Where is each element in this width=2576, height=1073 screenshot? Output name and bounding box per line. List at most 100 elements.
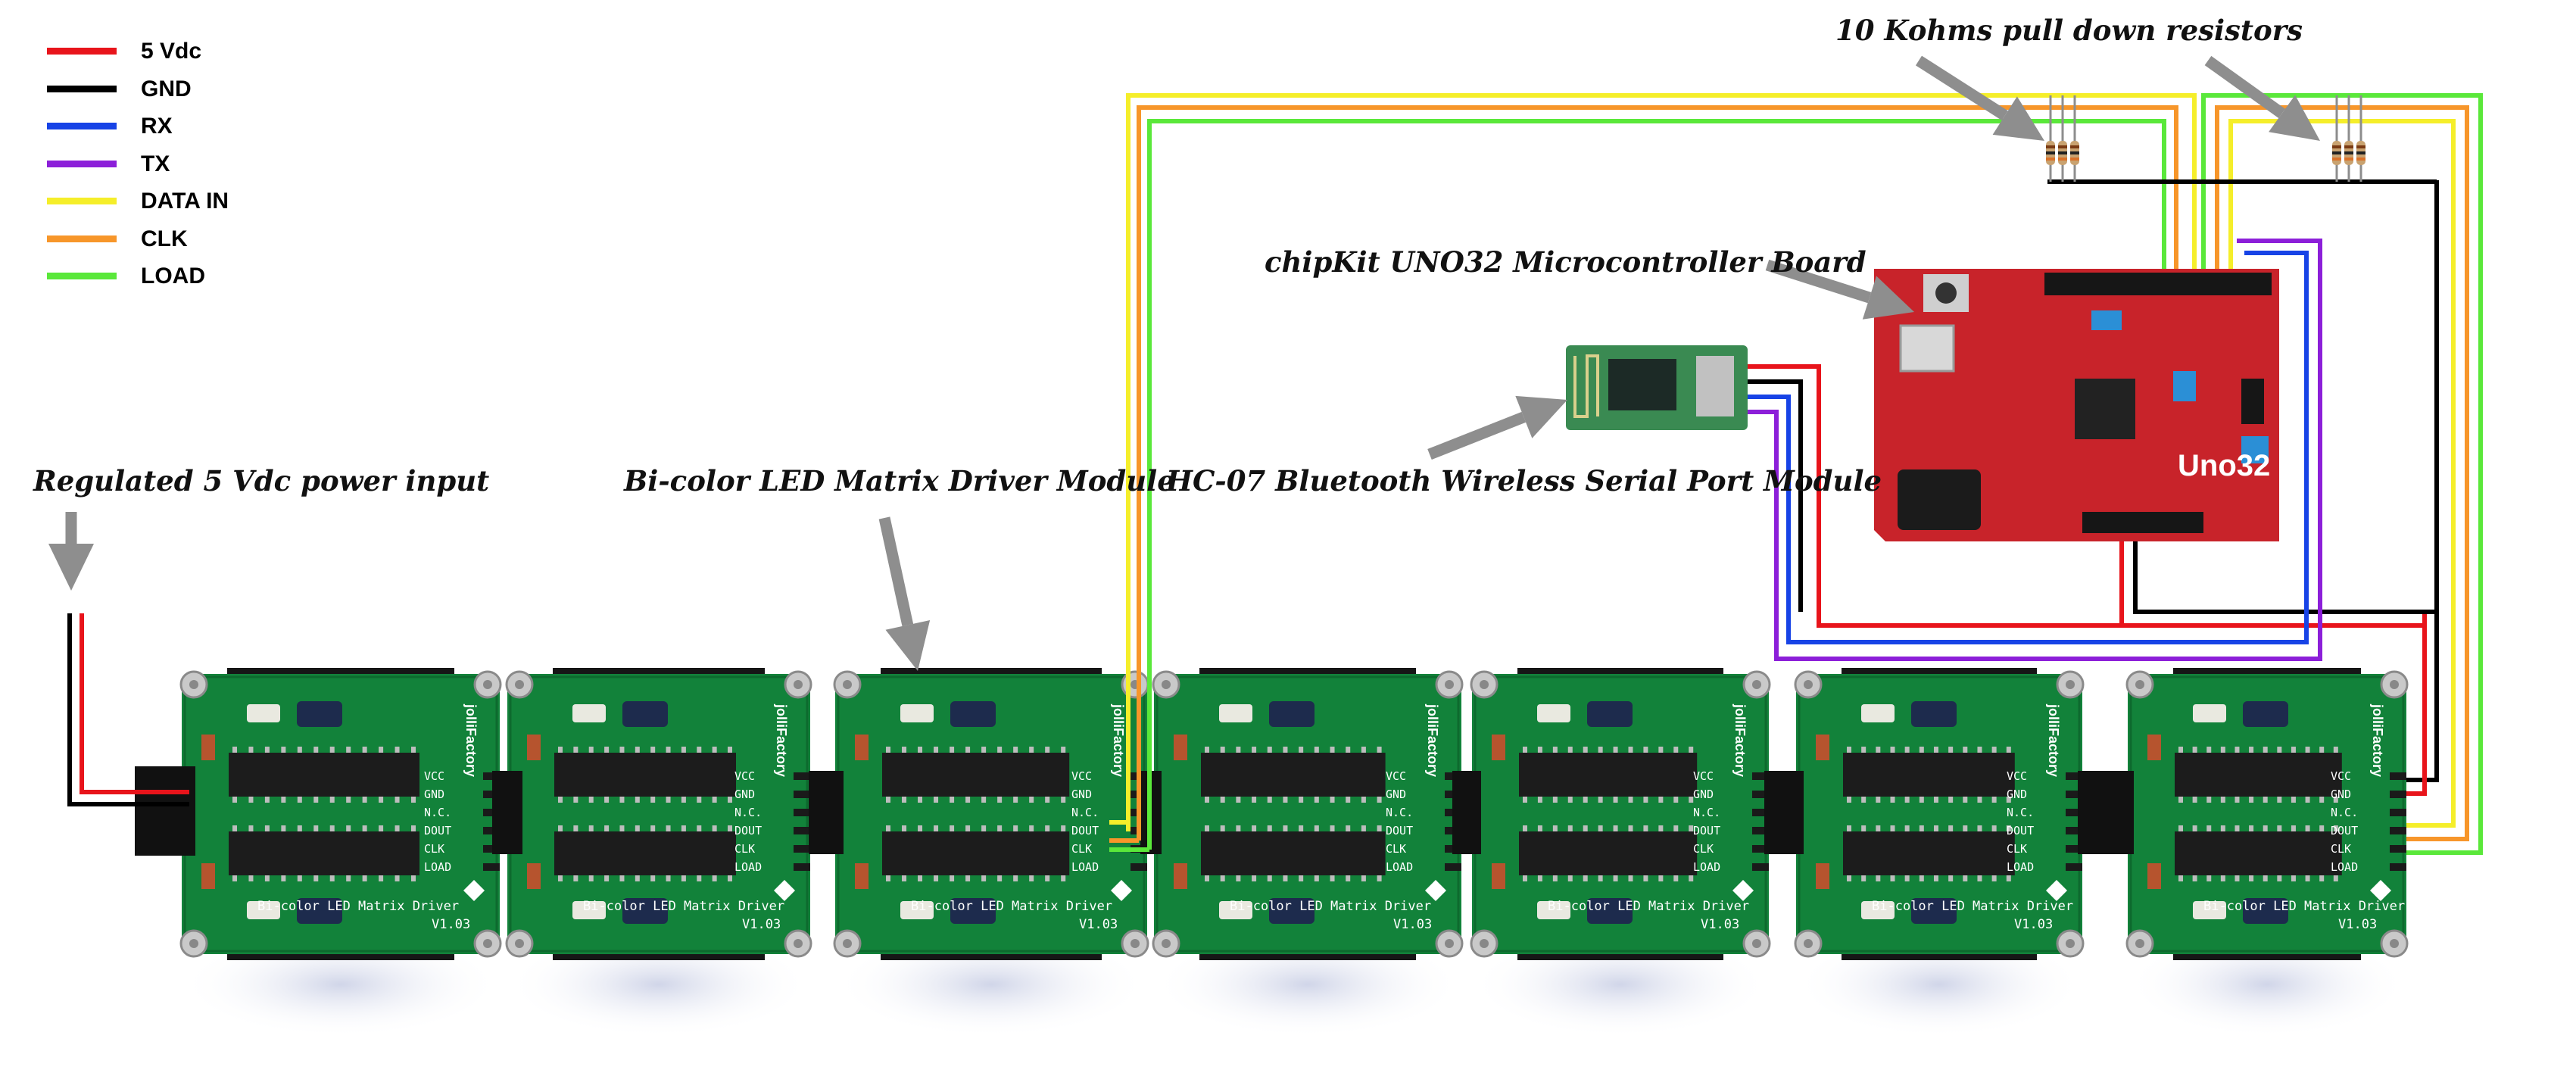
- ceramic-capacitor: [2193, 901, 2226, 919]
- resistor: [1816, 735, 1829, 760]
- resistor: [527, 735, 541, 760]
- resistor: [2147, 735, 2161, 760]
- jumper-blue: [2173, 371, 2196, 401]
- brand-label: jolliFactory: [2046, 703, 2061, 777]
- pin-label: GND: [1693, 788, 1714, 801]
- pin-label: CLK: [424, 842, 444, 856]
- legend-swatch: [47, 48, 117, 55]
- brand-label: jolliFactory: [774, 703, 789, 777]
- pin-label: VCC: [734, 769, 755, 783]
- diamond-mark: [1425, 880, 1446, 901]
- pin-label: VCC: [2331, 769, 2351, 783]
- ceramic-capacitor: [1861, 704, 1895, 722]
- legend-item-5vdc: 5 Vdc: [47, 33, 365, 71]
- pin-label: DOUT: [1693, 824, 1720, 838]
- header-pin: [483, 845, 500, 853]
- legend-swatch: [47, 273, 117, 279]
- module-connector: [1764, 771, 1804, 854]
- legend-item-rx: RX: [47, 108, 365, 146]
- electrolytic-capacitor: [1587, 898, 1633, 924]
- header-pin: [794, 863, 810, 871]
- module-connector: [492, 771, 522, 854]
- wire-load-right: [2201, 93, 2483, 855]
- resistor: [855, 735, 869, 760]
- pin-label: GND: [1071, 788, 1092, 801]
- driver-ic: [882, 831, 1070, 875]
- header-pin: [1752, 791, 1769, 798]
- header-pin: [2066, 791, 2082, 798]
- callout-microcontroller: chipKit UNO32 Microcontroller Board: [1265, 245, 1867, 279]
- arrow-resistors-left: [1915, 55, 2044, 141]
- module-title: Bi-color LED Matrix Driver: [1872, 899, 2073, 914]
- pin-label: CLK: [2007, 842, 2027, 856]
- electrolytic-capacitor: [2243, 701, 2288, 727]
- diamond-mark: [1111, 880, 1132, 901]
- pull-down-resistors-left: [2046, 95, 2079, 182]
- electrolytic-capacitor: [622, 701, 668, 727]
- pin-label: N.C.: [734, 806, 762, 819]
- header-pin: [2066, 827, 2082, 834]
- module-version: V1.03: [2014, 917, 2053, 932]
- bt-header-pins: [1696, 356, 1734, 416]
- module-title: Bi-color LED Matrix Driver: [257, 899, 459, 914]
- header-pin: [794, 772, 810, 780]
- wire-load: [1147, 119, 2166, 850]
- usb-connector: [1899, 324, 1955, 373]
- ceramic-capacitor: [247, 901, 280, 919]
- driver-ic: [1519, 753, 1698, 797]
- diamond-mark: [774, 880, 795, 901]
- power-wire-5vdc: [80, 613, 189, 794]
- driver-ic: [1201, 753, 1386, 797]
- jumper-blue: [2091, 310, 2122, 330]
- pin-label: LOAD: [734, 860, 762, 874]
- module-pcb: [1796, 674, 2082, 954]
- resistor: [2147, 863, 2161, 889]
- pin-label: LOAD: [424, 860, 451, 874]
- brand-label: jolliFactory: [1111, 703, 1126, 777]
- legend-swatch: [47, 85, 117, 92]
- header-pin: [2390, 772, 2406, 780]
- driver-ic: [882, 753, 1070, 797]
- power-wire-gnd: [67, 613, 189, 806]
- module-pcb: [835, 674, 1147, 954]
- pin-label: GND: [424, 788, 444, 801]
- pin-label: N.C.: [2331, 806, 2358, 819]
- diamond-mark: [463, 880, 485, 901]
- ceramic-capacitor: [1537, 704, 1570, 722]
- header-pin: [2390, 863, 2406, 871]
- pic32-chip: [2075, 379, 2135, 439]
- header-pin: [483, 863, 500, 871]
- pin-label: GND: [1386, 788, 1406, 801]
- driver-ic: [1519, 831, 1698, 875]
- pin-label: N.C.: [424, 806, 451, 819]
- resistor: [1174, 735, 1187, 760]
- module-version: V1.03: [1079, 917, 1118, 932]
- driver-ic: [1843, 753, 2015, 797]
- header-pin: [2066, 772, 2082, 780]
- electrolytic-capacitor: [1587, 701, 1633, 727]
- pin-label: DOUT: [734, 824, 762, 838]
- ceramic-capacitor: [1861, 901, 1895, 919]
- electrolytic-capacitor: [1911, 898, 1957, 924]
- legend-label: GND: [141, 76, 192, 101]
- module-pcb: [507, 674, 810, 954]
- driver-ic: [229, 753, 419, 797]
- brand-label: jolliFactory: [1732, 703, 1748, 777]
- pin-label: GND: [2331, 788, 2351, 801]
- header-pin: [1131, 863, 1147, 871]
- electrolytic-capacitor: [1911, 701, 1957, 727]
- resistor: [1492, 735, 1505, 760]
- pin-label: DOUT: [2007, 824, 2034, 838]
- header-pin: [483, 809, 500, 816]
- pin-label: GND: [734, 788, 755, 801]
- electrolytic-capacitor: [1269, 898, 1315, 924]
- resistor: [855, 863, 869, 889]
- module-title: Bi-color LED Matrix Driver: [2203, 899, 2405, 914]
- header-pin: [2390, 845, 2406, 853]
- arrow-power: [48, 512, 94, 591]
- driver-module: VCCGNDN.C.DOUTCLKLOADjolliFactoryBi-colo…: [505, 668, 812, 1037]
- electrolytic-capacitor: [297, 701, 342, 727]
- brand-label: jolliFactory: [2370, 703, 2385, 777]
- resistor: [1174, 863, 1187, 889]
